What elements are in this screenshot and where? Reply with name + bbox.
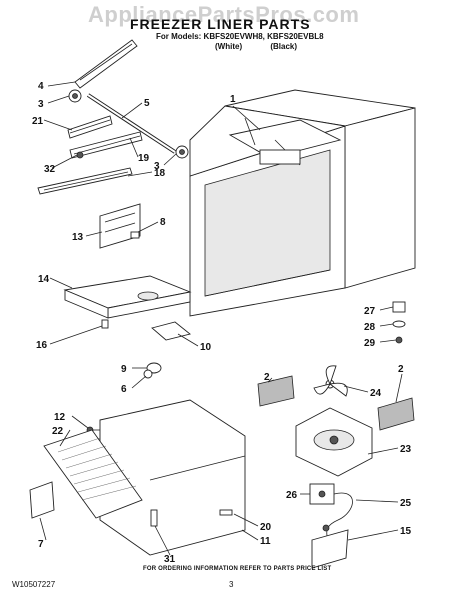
callout-14: 14 [38, 274, 50, 285]
part-25-wire-harness[interactable] [325, 492, 353, 541]
part-11-cover-panel[interactable] [99, 399, 246, 556]
part-19-rail-bracket[interactable] [69, 131, 143, 159]
part-15-motor-bracket[interactable] [311, 524, 349, 569]
callout-22: 22 [52, 426, 64, 437]
callout-28: 28 [364, 322, 376, 333]
callout-24: 24 [370, 388, 382, 399]
callout-1: 1 [230, 94, 236, 105]
callout-23: 23 [400, 444, 412, 455]
callout-9: 9 [121, 364, 127, 375]
callout-16: 16 [36, 340, 48, 351]
callout-15: 15 [400, 526, 412, 537]
callout-27: 27 [364, 306, 376, 317]
part-3-roller-right[interactable] [175, 145, 189, 159]
part-21-rail-bracket[interactable] [67, 115, 113, 139]
part-3-roller-left[interactable] [68, 89, 82, 103]
callout-11: 11 [260, 536, 271, 547]
ordering-note: FOR ORDERING INFORMATION REFER TO PARTS … [143, 566, 332, 572]
page-number: 3 [229, 580, 234, 589]
models-line: For Models: KBFS20EVWH8, KBFS20EVBL8 [156, 32, 324, 41]
part-1-freezer-liner[interactable] [189, 89, 416, 317]
callout-32: 32 [44, 164, 56, 175]
callout-10: 10 [200, 342, 212, 353]
part-13-bracket[interactable] [99, 203, 141, 249]
color-variants: (White) (Black) [215, 42, 297, 51]
part-2-tape-right[interactable] [377, 397, 415, 431]
callout-13: 13 [72, 232, 84, 243]
part-8-clip[interactable] [130, 231, 140, 239]
part-27-plug[interactable] [392, 301, 406, 313]
callout-3-left: 3 [38, 99, 44, 110]
part-26-fan-motor[interactable] [309, 483, 335, 505]
callout-labels: 1 2 2 3 3 4 5 6 7 8 9 10 11 12 13 14 15 … [32, 81, 412, 565]
callout-26: 26 [286, 490, 298, 501]
callout-21: 21 [32, 116, 44, 127]
callout-29: 29 [364, 338, 376, 349]
callout-12: 12 [54, 412, 66, 423]
part-24-fan-blade[interactable] [313, 365, 348, 397]
part-23-fan-shroud[interactable] [295, 407, 373, 477]
callout-31: 31 [164, 554, 176, 565]
callout-8: 8 [160, 217, 166, 228]
part-29-nut[interactable] [395, 336, 403, 344]
callout-5: 5 [144, 98, 150, 109]
part-16-clip[interactable] [101, 319, 109, 329]
callout-19: 19 [138, 153, 150, 164]
part-18-slide-rail[interactable] [37, 167, 133, 195]
part-14-duct-cover[interactable] [63, 275, 192, 319]
callout-20: 20 [260, 522, 272, 533]
leader-lines [39, 81, 403, 556]
part-20-strip[interactable] [219, 509, 233, 516]
watermark: AppliancePartsPros.com [88, 2, 360, 27]
part-22-grille[interactable] [43, 429, 143, 519]
part-4-slide-rail[interactable] [74, 39, 138, 89]
part-28-washer[interactable] [392, 320, 406, 328]
part-31-thermistor[interactable] [150, 509, 158, 527]
part-32-screw[interactable] [76, 151, 84, 159]
callout-25: 25 [400, 498, 412, 509]
callout-7: 7 [38, 539, 44, 550]
part-7-cap[interactable] [29, 481, 55, 519]
part-5-rod[interactable] [86, 93, 177, 154]
callout-6: 6 [121, 384, 127, 395]
callout-18: 18 [154, 168, 166, 179]
diagram-header: AppliancePartsPros.com FREEZER LINER PAR… [0, 0, 464, 70]
page-title: FREEZER LINER PARTS [130, 16, 311, 32]
callout-3-right: 3 [154, 161, 160, 172]
callout-2-left: 2 [264, 372, 270, 383]
part-10-pad[interactable] [151, 321, 191, 341]
callout-4: 4 [38, 81, 44, 92]
document-id: W10507227 [12, 580, 56, 589]
part-2-tape-left[interactable] [257, 375, 295, 407]
callout-2-right: 2 [398, 364, 404, 375]
